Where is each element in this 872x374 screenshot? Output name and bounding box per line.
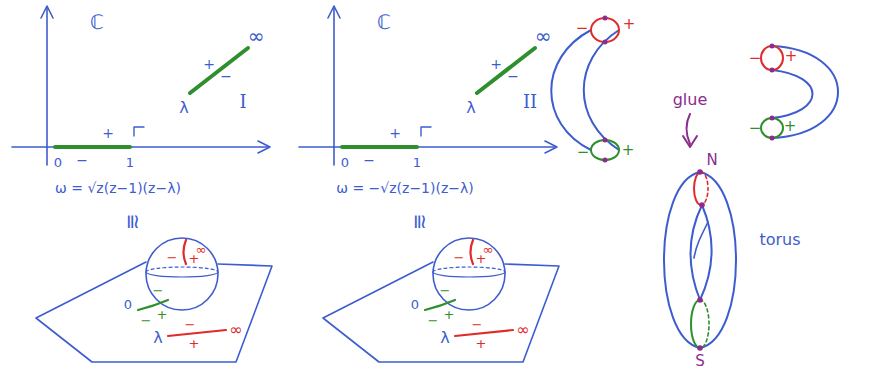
cut-circle — [591, 18, 619, 42]
torus-outline — [664, 172, 736, 348]
cut-circle — [761, 118, 783, 138]
math-label: ∞ — [516, 322, 529, 338]
glue-arrowhead — [683, 136, 697, 147]
math-label: − — [185, 318, 196, 331]
math-label: ℂ — [90, 12, 104, 32]
tube-edge — [772, 70, 813, 118]
tube-edge — [584, 30, 619, 150]
math-label: − — [428, 314, 439, 327]
branch-point — [603, 16, 608, 21]
torus-twist — [694, 222, 708, 258]
math-label: λ — [179, 100, 188, 116]
math-label: ∞ — [229, 322, 242, 338]
math-label: + — [785, 49, 798, 64]
math-label: II — [523, 93, 537, 111]
torus-cut — [694, 172, 701, 205]
math-label: − — [220, 69, 232, 83]
math-label: N — [706, 153, 717, 168]
math-label: 0 — [341, 156, 349, 169]
math-label: glue — [673, 92, 708, 108]
torus-cut-hidden — [700, 300, 709, 348]
formula-label: torus — [759, 232, 800, 248]
math-label: − — [472, 318, 483, 331]
math-label: − — [749, 51, 762, 66]
cut-spheres — [551, 16, 838, 351]
math-label: − — [363, 153, 375, 167]
math-label: + — [157, 308, 168, 321]
branch-point — [770, 136, 775, 141]
torus-hole — [691, 205, 712, 300]
formula-label: ω = √z(z−1)(z−λ) — [55, 181, 181, 195]
cut-circle — [761, 46, 783, 70]
math-label: + — [102, 126, 114, 140]
math-label: + — [476, 337, 487, 350]
torus-cut-hidden — [701, 172, 708, 205]
math-label: 0 — [124, 298, 132, 311]
math-label: + — [623, 17, 636, 32]
formula-label: ω = −√z(z−1)(z−λ) — [336, 181, 474, 195]
math-label: − — [454, 251, 465, 264]
math-label: S — [695, 354, 705, 369]
branch-point — [699, 202, 705, 208]
math-label: 0 — [54, 156, 62, 169]
math-label: ≅ — [410, 214, 430, 231]
branch-point — [697, 345, 703, 351]
branch-point — [697, 297, 703, 303]
math-label: λ — [466, 100, 475, 116]
sheet-two — [299, 6, 559, 362]
math-label: ∞ — [535, 26, 552, 46]
math-label: + — [476, 252, 487, 265]
math-label: λ — [153, 330, 162, 346]
branch-point — [697, 169, 703, 175]
branch-point — [603, 40, 608, 45]
math-label: + — [784, 119, 797, 134]
branch-point — [603, 158, 608, 163]
math-label: + — [622, 143, 635, 158]
branch-point — [770, 116, 775, 121]
math-label: ℂ — [377, 12, 391, 32]
glue-arrow — [687, 114, 691, 144]
math-label: − — [576, 21, 589, 36]
math-label: + — [203, 57, 215, 71]
math-label: − — [507, 69, 519, 83]
math-label: I — [239, 93, 246, 111]
math-label: − — [749, 121, 762, 136]
math-label: − — [440, 284, 451, 297]
math-label: − — [141, 314, 152, 327]
torus-cut — [691, 300, 700, 348]
math-label: − — [577, 145, 590, 160]
math-label: 1 — [413, 156, 421, 169]
tube-edge — [551, 30, 591, 150]
math-label: + — [490, 57, 502, 71]
math-label: + — [189, 337, 200, 350]
math-label: − — [76, 153, 88, 167]
math-label: ≅ — [123, 214, 143, 231]
math-label: + — [444, 308, 455, 321]
math-label: + — [389, 126, 401, 140]
math-label: + — [189, 252, 200, 265]
math-label: − — [167, 251, 178, 264]
branch-point — [770, 44, 775, 49]
math-label: λ — [440, 330, 449, 346]
cut-circle — [591, 140, 619, 160]
math-label: − — [153, 284, 164, 297]
branch-point — [770, 68, 775, 73]
math-label: 1 — [126, 156, 134, 169]
math-label: ∞ — [248, 26, 265, 46]
math-label: 0 — [411, 298, 419, 311]
sheet-one — [12, 6, 272, 362]
branch-point — [603, 138, 608, 143]
